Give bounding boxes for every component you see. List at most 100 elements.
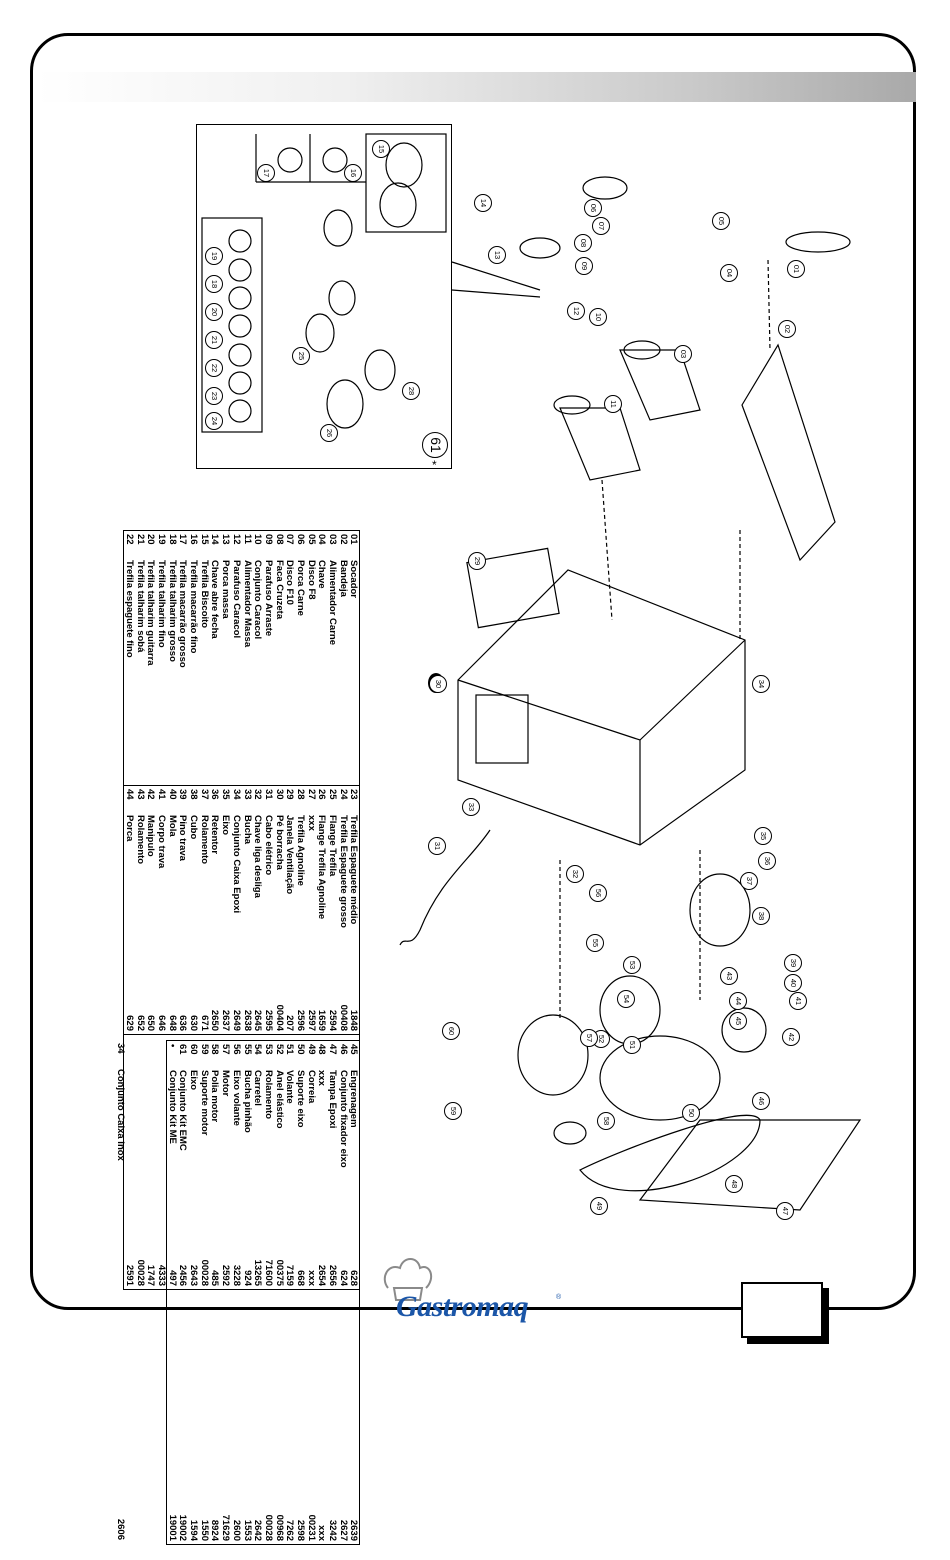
part-code: 19001 — [166, 1514, 178, 1541]
part-number: 44 — [123, 789, 135, 800]
brand-logo: Gastromaq — [396, 1290, 529, 1323]
part-name: Rolamento — [134, 815, 146, 865]
callout-label: 03 — [674, 345, 692, 363]
part-number: 26 — [316, 789, 328, 800]
part-name: Manipulo — [145, 815, 157, 857]
callout-label: 53 — [623, 956, 641, 974]
part-code: 00028 — [134, 1259, 146, 1286]
callout-label: 18 — [205, 275, 223, 293]
part-number: 48 — [316, 1044, 328, 1055]
part-name: Engrenagem — [348, 1070, 360, 1128]
part-name: Volante — [284, 1070, 296, 1104]
inset-box — [196, 124, 452, 469]
part-code: 2598 — [294, 1519, 306, 1541]
extra-row: 34 Conjunto Caixa Inox 2606 — [115, 1040, 126, 1543]
part-number: 29 — [284, 789, 296, 800]
part-number: 13 — [220, 534, 232, 545]
part-number: 21 — [134, 534, 146, 545]
callout-label: 22 — [205, 359, 223, 377]
inset-marker-star: * — [432, 458, 437, 472]
part-code: 00231 — [305, 1514, 317, 1541]
callout-label: 40 — [784, 974, 802, 992]
part-number: 41 — [156, 789, 168, 800]
part-number: 02 — [337, 534, 349, 545]
callout-label: 49 — [590, 1197, 608, 1215]
part-name: Eixo volante — [230, 1070, 242, 1126]
part-number: 10 — [252, 534, 264, 545]
part-number: 51 — [284, 1044, 296, 1055]
part-name: Bucha pinhão — [241, 1070, 253, 1133]
callout-label: 47 — [776, 1202, 794, 1220]
callout-label: 24 — [205, 412, 223, 430]
part-number: 56 — [230, 1044, 242, 1055]
part-number: 45 — [348, 1044, 360, 1055]
callout-label: 44 — [729, 992, 747, 1010]
part-code: 2600 — [230, 1519, 242, 1541]
extra-row-number: 34 — [115, 1043, 127, 1054]
part-number: 03 — [327, 534, 339, 545]
callout-label: 10 — [589, 308, 607, 326]
part-number: 16 — [188, 534, 200, 545]
chef-hat-icon — [383, 1258, 433, 1301]
part-code: 1550 — [198, 1519, 210, 1541]
callout-label: 58 — [597, 1112, 615, 1130]
part-number: 07 — [284, 534, 296, 545]
part-name: xxx — [316, 1070, 328, 1086]
part-number: 35 — [220, 789, 232, 800]
part-number: 34 — [230, 789, 242, 800]
callout-label: 30 — [429, 675, 447, 693]
part-number: 36 — [209, 789, 221, 800]
part-number: 47 — [327, 1044, 339, 1055]
part-number: 50 — [294, 1044, 306, 1055]
header-gradient-bar — [36, 72, 916, 102]
callout-label: 36 — [758, 852, 776, 870]
part-code: 7262 — [284, 1519, 296, 1541]
part-number: • — [166, 1044, 178, 1048]
part-number: 20 — [145, 534, 157, 545]
callout-label: 35 — [754, 827, 772, 845]
callout-label: 09 — [575, 257, 593, 275]
part-code: 8924 — [209, 1519, 221, 1541]
part-number: 19 — [156, 534, 168, 545]
part-code: 00028 — [262, 1514, 274, 1541]
callout-label: 41 — [789, 992, 807, 1010]
callout-label: 42 — [782, 1028, 800, 1046]
part-name: Eixo — [188, 1070, 200, 1091]
callout-label: 37 — [740, 872, 758, 890]
callout-label: 32 — [566, 865, 584, 883]
part-number: 46 — [337, 1044, 349, 1055]
part-name: Suporte motor — [198, 1070, 210, 1136]
callout-label: 34 — [752, 675, 770, 693]
part-code: 1747 — [145, 1264, 157, 1286]
callout-label: 26 — [320, 424, 338, 442]
part-number: 59 — [198, 1044, 210, 1055]
part-code: 00968 — [273, 1514, 285, 1541]
part-number: 12 — [230, 534, 242, 545]
part-number: 04 — [316, 534, 328, 545]
callout-label: 14 — [474, 194, 492, 212]
callout-label: 56 — [589, 884, 607, 902]
callout-label: 05 — [712, 212, 730, 230]
part-name: Tampa Epoxi — [327, 1070, 339, 1129]
part-number: 37 — [198, 789, 210, 800]
callout-label: 29 — [468, 552, 486, 570]
part-number: 09 — [262, 534, 274, 545]
callout-label: 07 — [592, 217, 610, 235]
callout-label: 38 — [752, 907, 770, 925]
callout-label: 28 — [402, 382, 420, 400]
part-name: Suporte eixo — [294, 1070, 306, 1128]
part-number: 42 — [145, 789, 157, 800]
callout-label: 20 — [205, 303, 223, 321]
callout-label: 57 — [580, 1029, 598, 1047]
page-frame — [30, 33, 916, 1310]
part-number: 01 — [348, 534, 360, 545]
part-number: 55 — [241, 1044, 253, 1055]
part-number: 57 — [220, 1044, 232, 1055]
